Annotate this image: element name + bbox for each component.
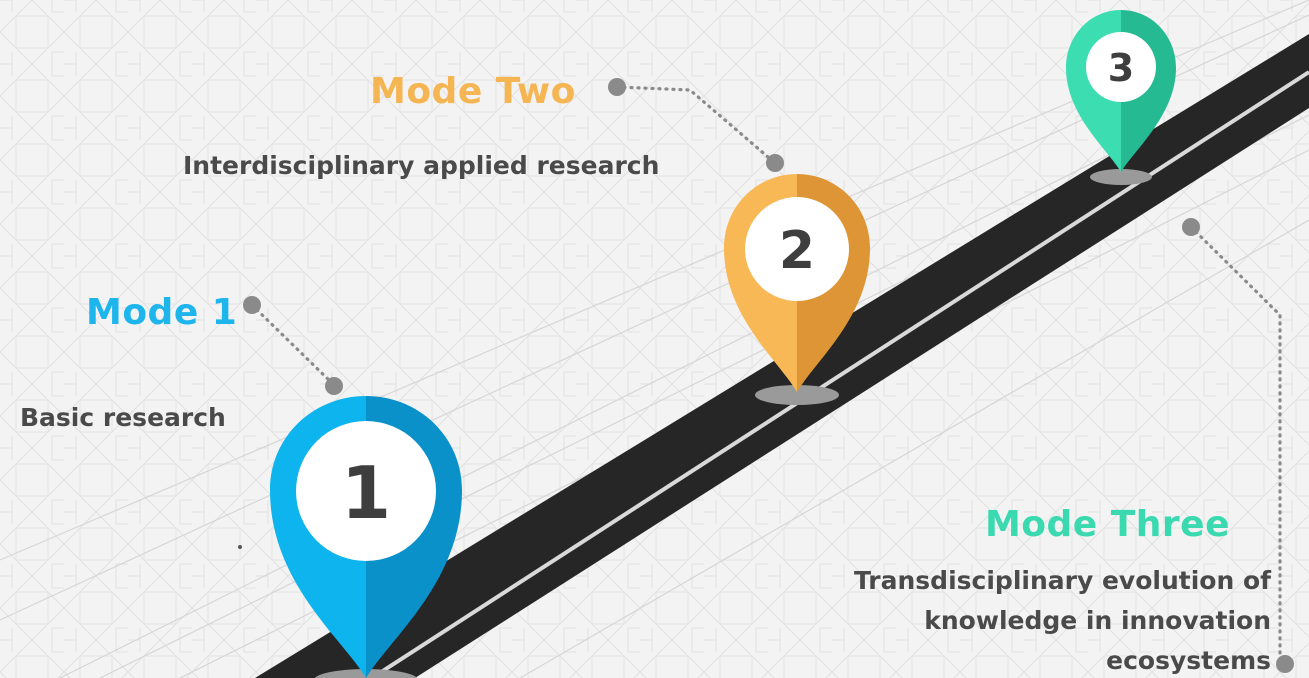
mode-1-title: Mode 1 — [86, 292, 238, 333]
connector-dot — [608, 78, 626, 96]
pin-number: 3 — [1108, 46, 1134, 90]
mode-3-description-line-3: ecosystems — [1106, 646, 1271, 675]
connectors — [250, 85, 1282, 666]
pin-mode-2: 2 — [724, 174, 870, 405]
connector-mode-2 — [615, 85, 777, 165]
connector-mode-3 — [1189, 225, 1282, 666]
pin-number: 2 — [779, 221, 815, 281]
mode-3-description-line-1: Transdisciplinary evolution of — [854, 566, 1271, 595]
pin-shadow — [1090, 169, 1152, 185]
connector-dot — [325, 377, 343, 395]
connector-mode-1 — [250, 303, 336, 387]
mode-2-title: Mode Two — [370, 71, 576, 112]
pin-mode-1: 1 — [270, 396, 462, 678]
mode-1-description: Basic research — [20, 403, 226, 432]
connector-dot — [1276, 655, 1294, 673]
connector-dots — [243, 78, 1294, 673]
stray-dot — [238, 545, 242, 549]
mode-3-title: Mode Three — [984, 504, 1230, 545]
connector-dot — [243, 296, 261, 314]
pin-shadow — [755, 385, 839, 405]
mode-3-description-line-2: knowledge in innovation — [924, 606, 1271, 635]
pin-number: 1 — [341, 451, 391, 535]
connector-dot — [1182, 218, 1200, 236]
mode-2-description: Interdisciplinary applied research — [183, 151, 660, 180]
pin-mode-3: 3 — [1066, 10, 1176, 185]
connector-dot — [766, 154, 784, 172]
road-center-line — [370, 70, 1309, 678]
